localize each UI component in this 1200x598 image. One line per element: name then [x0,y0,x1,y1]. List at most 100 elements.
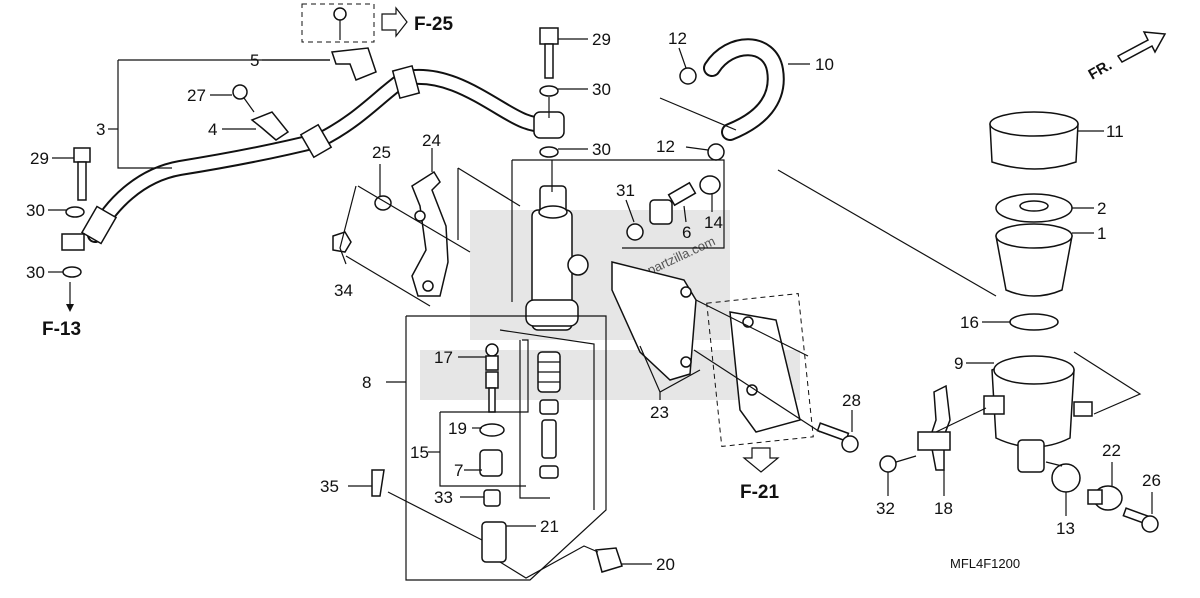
callout-6: 6 [682,223,691,242]
ref-f21-arrow-icon [742,447,780,473]
callout-32: 32 [876,499,895,518]
part-washer-30-center-mid [539,146,559,158]
callouts: 5 27 3 4 29 30 30 29 30 30 12 10 12 11 2… [26,29,1161,574]
front-label: FR. [1086,57,1115,84]
ref-f25-arrow-icon [381,6,408,38]
callout-30-left-bottom: 30 [26,263,45,282]
callout-7: 7 [454,461,463,480]
part-collar-25 [374,195,392,211]
callout-13: 13 [1056,519,1075,538]
callout-30-left-top: 30 [26,201,45,220]
callout-27: 27 [187,86,206,105]
part-push-rod-17 [485,343,499,413]
ref-f25-label: F-25 [414,14,454,35]
callout-22: 22 [1102,441,1121,460]
callout-9: 9 [954,354,963,373]
callout-30-center-top: 30 [592,80,611,99]
callout-5: 5 [250,51,259,70]
ref-f25-box [301,3,375,43]
callout-33: 33 [434,488,453,507]
callout-21: 21 [540,517,559,536]
callout-29-left: 29 [30,149,49,168]
ref-f25[interactable]: F-25 [301,3,454,43]
part-diaphragm-1 [995,223,1073,297]
part-bolt-f25 [333,7,347,40]
part-hose-clamp-5 [330,47,377,81]
callout-16: 16 [960,313,979,332]
callout-23: 23 [650,403,669,422]
part-bolt-32 [879,455,917,473]
part-hose-clamp-4 [250,111,290,141]
callout-35: 35 [320,477,339,496]
part-circlip-19 [479,423,505,437]
callout-26: 26 [1142,471,1161,490]
part-plate-16 [1009,313,1059,331]
part-hose-joint-6 [649,181,697,225]
callout-12-bottom: 12 [656,137,675,156]
ref-f13-arrow-icon [66,304,74,312]
part-washer-30-left-top [65,206,85,218]
part-washer-30-left-bottom [62,266,82,278]
part-clevis-21 [481,521,507,563]
part-piston-spring-kit [537,351,561,479]
part-cotter-pin-35 [371,469,385,497]
part-stay-18 [917,384,951,471]
ref-f21-box [706,293,814,447]
callout-12-top: 12 [668,29,687,48]
part-reservoir-9 [983,355,1093,473]
callout-20: 20 [656,555,675,574]
part-grommet-13 [1051,463,1081,493]
callout-15: 15 [410,443,429,462]
part-bolt-29-left [73,147,91,201]
callout-8: 8 [362,373,371,392]
part-reservoir-cap-11 [989,111,1079,170]
diagram-code: MFL4F1200 [950,556,1020,571]
part-bolt-26 [1122,507,1159,533]
part-reservoir-hose [703,38,785,141]
assembly-lines [48,38,1153,581]
callout-19: 19 [448,419,467,438]
part-bolt-29-center [539,27,559,79]
front-direction-indicator: FR. [1086,31,1167,84]
part-washer-31 [626,223,644,241]
part-brake-hose [80,64,565,245]
part-boot-7 [479,449,503,477]
part-banjo-fitting [61,233,85,251]
part-washer-30-center-top [539,85,559,97]
callout-17: 17 [434,348,453,367]
callout-2: 2 [1097,199,1106,218]
callout-4: 4 [208,120,217,139]
part-heel-guard-23 [611,261,697,381]
part-pin-20 [595,547,623,573]
callout-3: 3 [96,120,105,139]
part-collar-22 [1087,485,1123,511]
part-bolt-28 [816,422,859,453]
front-arrow-icon [1116,31,1167,63]
callout-30-center-mid: 30 [592,140,611,159]
ref-f21[interactable]: F-21 [740,447,780,503]
part-joint-33 [483,489,501,507]
ref-f21-label: F-21 [740,482,780,503]
ref-f13-label: F-13 [42,319,81,340]
part-hose-clip-12-bottom [707,143,725,161]
callout-24: 24 [422,131,441,150]
callout-1: 1 [1097,224,1106,243]
callout-10: 10 [815,55,834,74]
part-master-cylinder [525,185,589,331]
part-bracket-24 [411,170,449,297]
callout-28: 28 [842,391,861,410]
callout-25: 25 [372,143,391,162]
callout-31: 31 [616,181,635,200]
callout-29-center: 29 [592,30,611,49]
part-oring-14 [699,175,721,195]
part-plate-2 [995,193,1073,223]
callout-14: 14 [704,213,723,232]
part-bolt-27 [232,84,255,113]
ref-f13[interactable]: F-13 [42,282,81,340]
callout-11: 11 [1106,122,1124,141]
callout-34: 34 [334,281,353,300]
part-hose-clip-12-top [679,67,697,85]
callout-18: 18 [934,499,953,518]
